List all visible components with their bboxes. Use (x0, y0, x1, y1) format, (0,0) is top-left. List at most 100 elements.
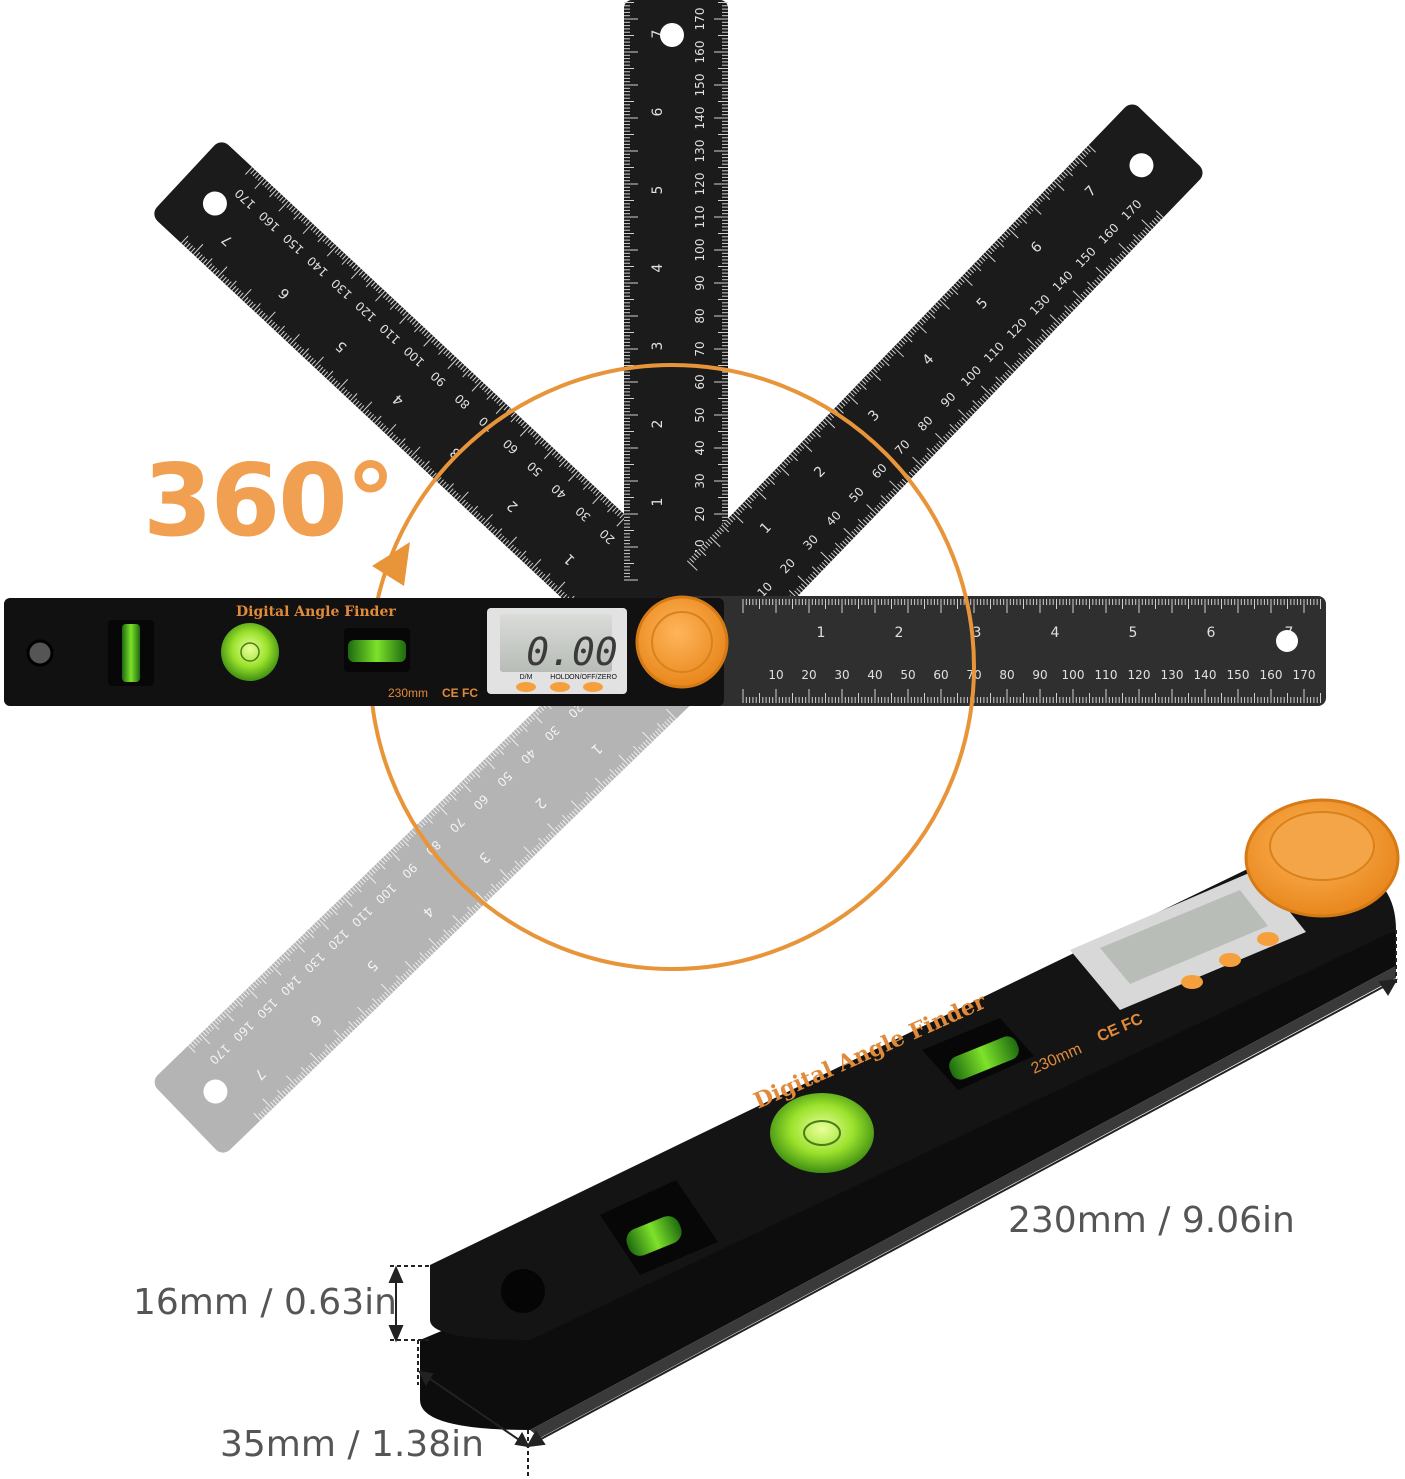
mm-tick (874, 365, 880, 371)
mm-tick (580, 477, 586, 483)
mm-tick (200, 256, 206, 262)
mm-tick (450, 355, 456, 361)
mm-tick (180, 235, 189, 244)
mm-tick (460, 781, 472, 793)
dm-button[interactable] (1181, 975, 1203, 989)
onoff-zero-button[interactable] (1257, 932, 1279, 946)
mm-tick (538, 837, 546, 846)
mm-tick (911, 327, 917, 333)
mm-tick (412, 964, 418, 970)
mm-tick (477, 515, 483, 521)
mm-tick (916, 322, 927, 334)
mm-tick (540, 573, 546, 579)
mm-tick (1002, 374, 1008, 380)
dm-button[interactable] (516, 682, 536, 692)
mm-tick (260, 312, 266, 318)
mm-tick (455, 360, 461, 366)
mm-tick (1018, 352, 1027, 361)
mm-tick (514, 865, 520, 871)
mm-tick (558, 459, 567, 468)
mm-tick (415, 456, 420, 462)
mm-tick (602, 780, 608, 786)
mm-tick (824, 417, 836, 429)
mm-tick (594, 777, 606, 789)
mm-tick (536, 708, 542, 714)
mm-tick (443, 934, 449, 940)
mm-tick (298, 1074, 304, 1080)
mm-tick (275, 1097, 280, 1103)
mm-tick (845, 396, 851, 402)
mm-tick (1060, 315, 1066, 320)
mm-tick (813, 429, 821, 438)
mm-tick (494, 749, 500, 755)
mm-tick (443, 929, 451, 938)
mm-tick (316, 364, 321, 370)
mm-tick (705, 541, 711, 547)
mm-tick (854, 387, 860, 392)
mm-tick (413, 324, 422, 333)
mm-tick (281, 198, 287, 204)
inch-tick-label: 4 (1051, 625, 1060, 641)
mm-tick (1003, 361, 1015, 373)
mm-tick (970, 407, 976, 413)
lcd-screen (1100, 890, 1268, 984)
mm-tick (547, 445, 552, 451)
mm-tick (335, 902, 341, 908)
mm-tick (835, 547, 841, 553)
mm-tick (730, 515, 736, 521)
mm-tick (569, 812, 575, 819)
mm-tick (839, 542, 845, 548)
mm-tick (359, 405, 365, 411)
mm-tick (929, 308, 935, 314)
onoff-zero-button[interactable] (583, 682, 603, 692)
mm-tick (510, 414, 519, 423)
mm-tick (1088, 144, 1096, 153)
mm-tick (271, 964, 282, 976)
mm-tick (237, 996, 243, 1002)
mm-tick (370, 868, 376, 874)
mm-tick (619, 513, 625, 519)
mm-tick (457, 362, 463, 368)
mm-tick (835, 406, 844, 414)
mm-tick (192, 243, 204, 255)
hold-button[interactable] (550, 682, 570, 692)
mm-tick (419, 461, 425, 467)
mm-tick (570, 800, 582, 812)
mm-tick (1053, 322, 1059, 328)
mm-tick (441, 481, 447, 487)
mm-tick (633, 745, 641, 754)
mm-tick (357, 1006, 368, 1018)
mm-tick (378, 288, 383, 294)
mm-tick (1062, 171, 1068, 176)
mm-tick (320, 369, 326, 375)
mm-tick (1094, 279, 1100, 285)
mm-tick (455, 923, 461, 929)
mm-tick-label: 120 (693, 173, 707, 196)
mm-tick (609, 774, 615, 780)
mm-tick (425, 815, 433, 824)
mm-tick (559, 822, 565, 828)
pivot-knob[interactable] (635, 595, 729, 689)
hold-button[interactable] (1219, 953, 1241, 967)
mm-tick (979, 398, 985, 404)
mm-tick (482, 514, 493, 525)
mm-tick (626, 757, 632, 763)
mm-tick (556, 454, 562, 461)
marks-label: CE FC (442, 686, 478, 700)
mm-tick (218, 1015, 224, 1021)
mm-tick (221, 1012, 227, 1019)
mm-tick (1030, 204, 1042, 215)
mm-tick (1000, 235, 1006, 241)
mm-tick (516, 551, 522, 557)
mm-tick (431, 337, 437, 343)
mm-tick (851, 531, 857, 536)
mm-tick (224, 279, 230, 285)
mm-tick (485, 522, 490, 528)
mm-tick (280, 955, 286, 961)
mm-tick (1085, 147, 1091, 153)
mm-tick (496, 398, 502, 404)
mm-tick (371, 416, 377, 422)
mm-tick (1014, 220, 1020, 226)
mm-tick (467, 911, 473, 917)
mm-tick (1151, 220, 1157, 226)
